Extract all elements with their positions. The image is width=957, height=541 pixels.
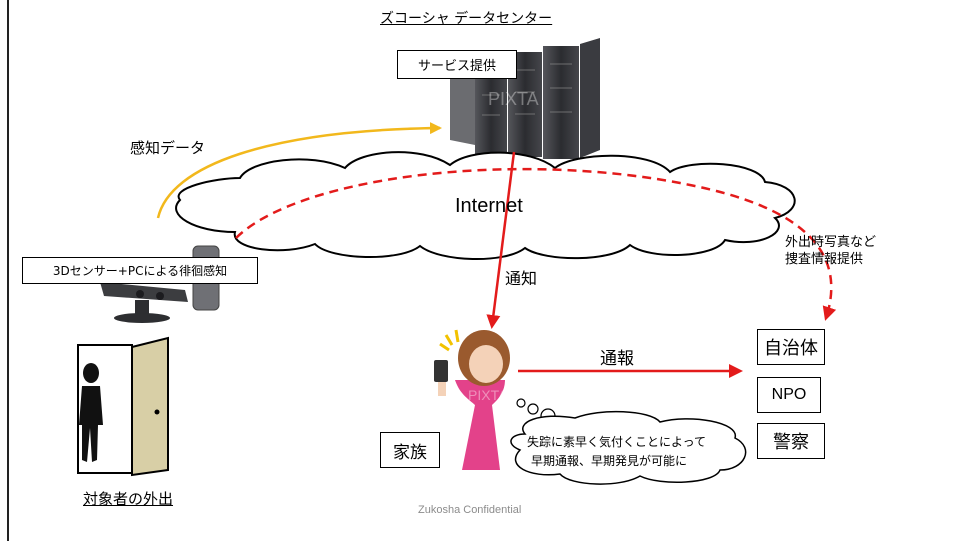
- bubble-line2: 早期通報、早期発見が可能に: [531, 454, 688, 468]
- sensor-label: 3Dセンサー+PCによる徘徊感知: [22, 257, 258, 284]
- report-label: 通報: [600, 349, 634, 369]
- notify-label: 通知: [505, 269, 538, 288]
- left-border: [7, 0, 9, 541]
- svg-text:PIXTA: PIXTA: [468, 387, 508, 403]
- sensor-data-arrow: [156, 122, 442, 219]
- police-box: 警察: [757, 423, 825, 459]
- server-watermark: PIXTA: [488, 89, 539, 109]
- notify-arrow: [486, 151, 516, 329]
- photo-info-line2: 捜査情報提供: [785, 252, 864, 267]
- bubble-line1: 失踪に素早く気付くことによって: [527, 435, 707, 449]
- footer-confidential: Zukosha Confidential: [418, 504, 522, 516]
- data-center-title: ズコーシャ データセンター: [380, 11, 553, 27]
- internet-cloud-icon: [175, 151, 796, 261]
- person-silhouette-icon: [79, 363, 103, 462]
- family-label: 家族: [380, 432, 440, 468]
- photo-info-line1: 外出時写真など: [785, 235, 877, 250]
- family-woman-icon: PIXTA: [434, 329, 510, 470]
- municipality-box: 自治体: [757, 329, 825, 365]
- thought-bubble: [510, 398, 747, 485]
- photo-info-arrow: [235, 167, 837, 321]
- internet-label: Internet: [455, 195, 523, 217]
- service-provision-label: サービス提供: [397, 50, 517, 79]
- sensor-data-label: 感知データ: [130, 139, 206, 157]
- npo-box: NPO: [757, 377, 821, 413]
- outing-label: 対象者の外出: [83, 490, 174, 508]
